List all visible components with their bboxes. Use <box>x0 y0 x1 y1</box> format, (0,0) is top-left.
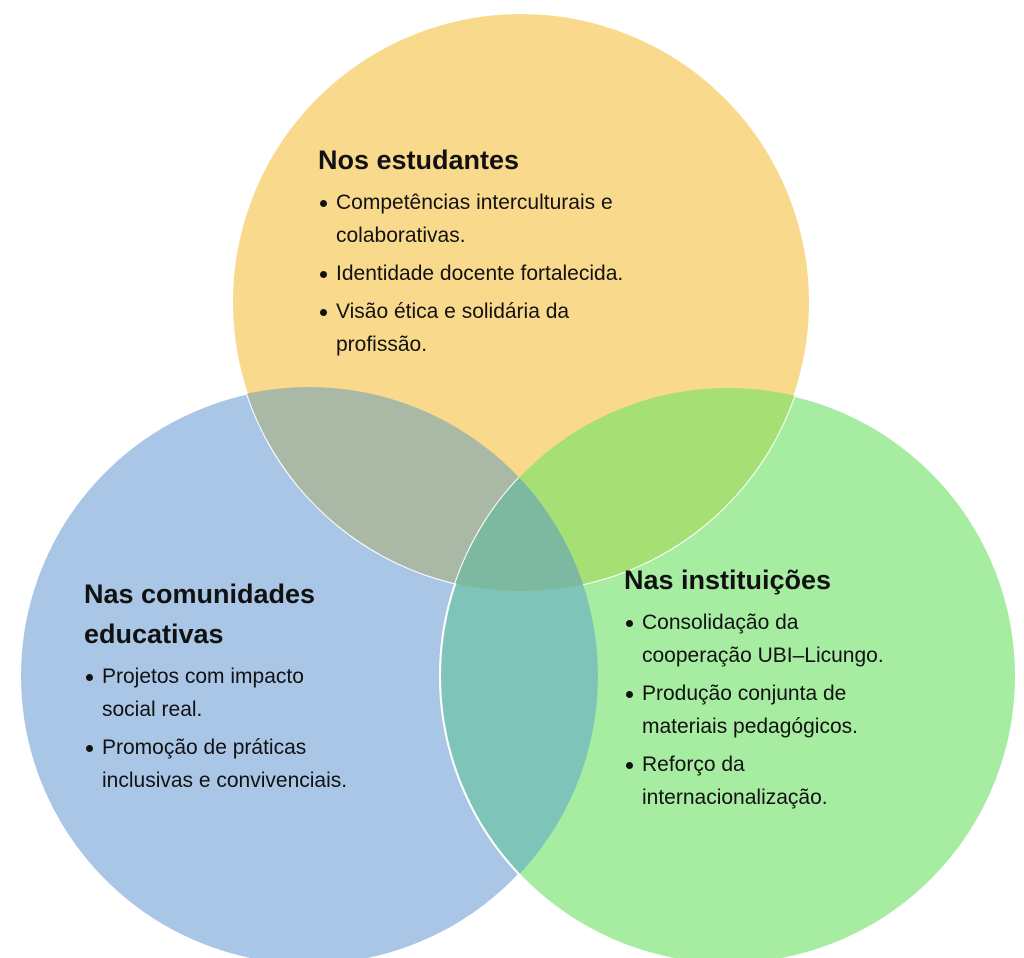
institutions-section: Nas instituições Consolidação da coopera… <box>624 560 984 819</box>
list-item-text: Identidade docente fortalecida. <box>336 262 624 285</box>
list-item-text: Produção conjunta de materiais pedagógic… <box>642 682 858 738</box>
list-item: Competências interculturais e colaborati… <box>318 186 758 252</box>
list-item-text: Competências interculturais e colaborati… <box>336 191 613 247</box>
communities-section: Nas comunidades educativas Projetos com … <box>84 574 444 802</box>
students-section: Nos estudantes Competências intercultura… <box>318 140 758 366</box>
overlap-students-communities <box>232 387 598 591</box>
institutions-list: Consolidação da cooperação UBI–Licungo. … <box>624 606 984 814</box>
students-list: Competências interculturais e colaborati… <box>318 186 758 361</box>
list-item-text: Projetos com impacto social real. <box>102 665 304 721</box>
list-item-text: Visão ética e solidária da profissão. <box>336 300 570 356</box>
communities-list: Projetos com impacto social real. Promoç… <box>84 660 444 797</box>
list-item: Projetos com impacto social real. <box>84 660 444 726</box>
list-item-text: Consolidação da cooperação UBI–Licungo. <box>642 611 884 667</box>
list-item: Consolidação da cooperação UBI–Licungo. <box>624 606 984 672</box>
list-item: Promoção de práticas inclusivas e conviv… <box>84 731 444 797</box>
list-item: Identidade docente fortalecida. <box>318 257 758 290</box>
list-item-text: Reforço da internacionalização. <box>642 753 828 809</box>
overlap-students-institutions <box>440 388 810 591</box>
institutions-title: Nas instituições <box>624 565 832 595</box>
students-title: Nos estudantes <box>318 145 520 175</box>
list-item-text: Promoção de práticas inclusivas e conviv… <box>102 736 348 792</box>
list-item: Reforço da internacionalização. <box>624 748 984 814</box>
communities-title: Nas comunidades educativas <box>84 579 316 649</box>
list-item: Produção conjunta de materiais pedagógic… <box>624 677 984 743</box>
list-item: Visão ética e solidária da profissão. <box>318 295 758 361</box>
